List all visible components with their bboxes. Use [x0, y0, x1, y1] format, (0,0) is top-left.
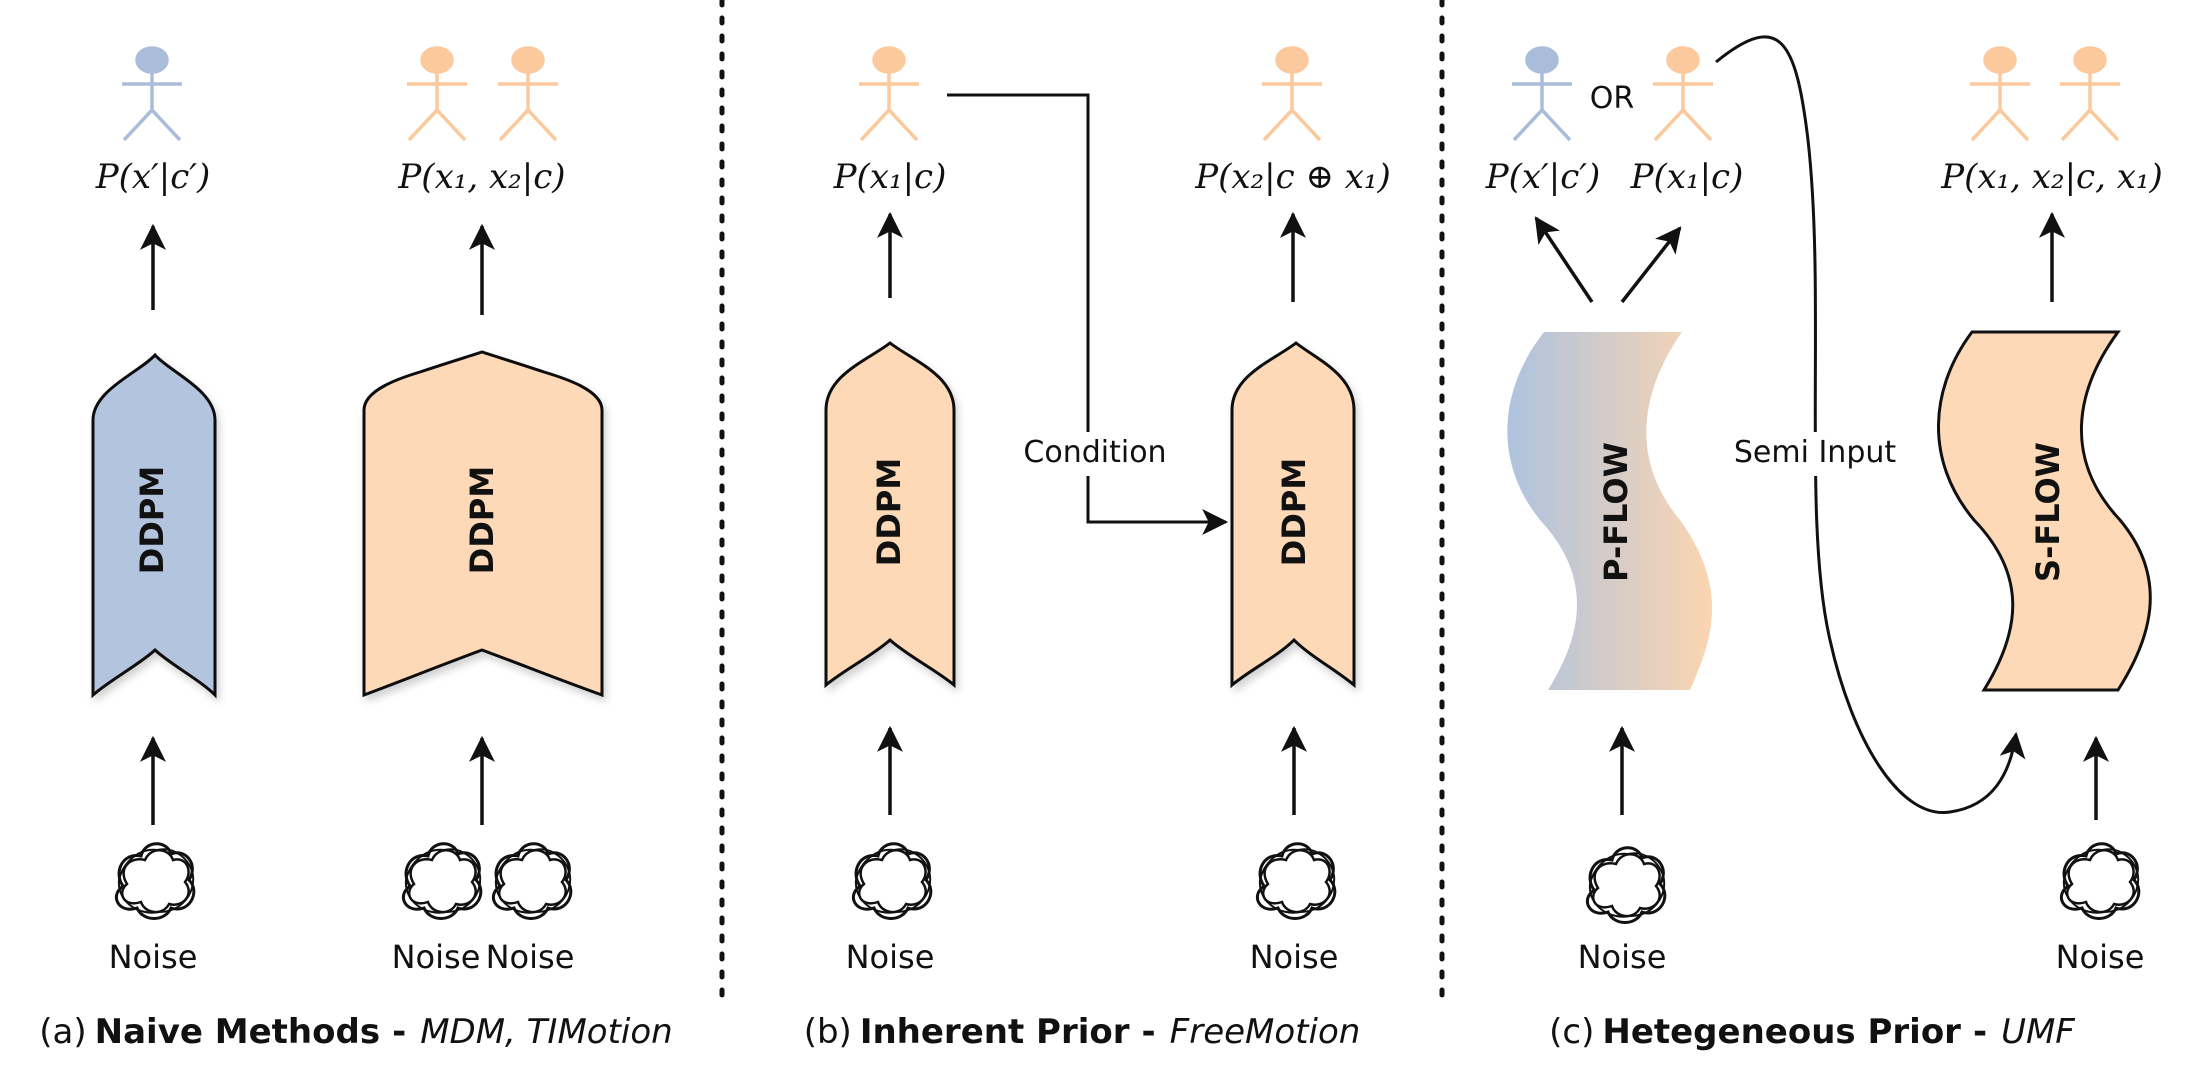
caption-methods: MDM, TIMotion — [420, 1012, 673, 1052]
semi-input-label-bg — [1724, 432, 1904, 476]
noise-icon — [1585, 846, 1667, 924]
caption-prefix: (a) — [39, 1012, 86, 1052]
formula-a-right: P(x₁, x₂|c) — [397, 157, 565, 197]
formula-c-1: P(x′|c′) — [1485, 157, 1601, 197]
formula-c-right: P(x₁, x₂|c, x₁) — [1940, 157, 2163, 197]
person-orange-icon — [405, 46, 469, 142]
caption-a: (a)Naive Methods-MDM, TIMotion — [39, 1012, 672, 1052]
noise-label: Noise — [109, 938, 198, 976]
arrow-diagonal — [1620, 226, 1682, 304]
caption-dash: - — [1142, 1012, 1156, 1052]
caption-methods: UMF — [2001, 1012, 2075, 1052]
noise-icon — [114, 842, 196, 920]
noise-icon — [491, 842, 573, 920]
panel-c: OR P(x′|c′) P(x₁|c) P(x₁, x₂|c, x₁) P-FL… — [1485, 35, 2163, 1052]
ddpm-block-blue — [91, 352, 217, 699]
noise-icon — [2059, 842, 2141, 920]
s-flow-block — [1937, 330, 2152, 692]
condition-label-bg — [1020, 432, 1170, 476]
person-orange-icon — [2058, 46, 2122, 142]
arrow-diagonal — [1534, 216, 1594, 303]
ddpm-label: DDPM — [463, 466, 501, 574]
caption-methods: FreeMotion — [1170, 1012, 1361, 1052]
semi-input-label: Semi Input — [1734, 435, 1897, 470]
caption-title: Inherent Prior — [860, 1012, 1130, 1052]
ddpm-label: DDPM — [1275, 458, 1313, 566]
ddpm-block-orange-wide — [362, 350, 604, 698]
noise-label: Noise — [1578, 938, 1667, 976]
caption-prefix: (c) — [1549, 1012, 1594, 1052]
formula-b-left: P(x₁|c) — [833, 157, 947, 197]
formula-c-2: P(x₁|c) — [1630, 157, 1744, 197]
caption-dash: - — [392, 1012, 406, 1052]
noise-label: Noise — [392, 938, 481, 976]
caption-prefix: (b) — [804, 1012, 852, 1052]
caption-title: Hetegeneous Prior — [1602, 1012, 1961, 1052]
person-blue-icon — [120, 46, 184, 142]
formula-b-right: P(x₂|c ⊕ x₁) — [1194, 157, 1391, 197]
person-orange-icon — [1651, 46, 1715, 142]
caption-dash: - — [1973, 1012, 1987, 1052]
or-label: OR — [1590, 81, 1634, 116]
person-blue-icon — [1510, 46, 1574, 142]
s-flow-label: S-FLOW — [2029, 442, 2067, 582]
noise-label: Noise — [486, 938, 575, 976]
formula-a-left: P(x′|c′) — [95, 157, 211, 197]
condition-arrow — [947, 93, 1229, 535]
caption-c: (c)Hetegeneous Prior-UMF — [1549, 1012, 2075, 1052]
noise-icon — [401, 842, 483, 920]
noise-icon — [851, 842, 933, 920]
ddpm-label: DDPM — [133, 466, 171, 574]
person-orange-icon — [1260, 46, 1324, 142]
noise-icon — [1255, 842, 1337, 920]
semi-input-curve — [1715, 35, 2026, 814]
caption-title: Naive Methods — [95, 1012, 380, 1052]
noise-label: Noise — [1250, 938, 1339, 976]
condition-label: Condition — [1023, 435, 1166, 470]
noise-label: Noise — [2056, 938, 2145, 976]
noise-label: Noise — [846, 938, 935, 976]
p-flow-block — [1507, 332, 1713, 690]
panel-a: P(x′|c′) P(x₁, x₂|c) DDPM DDPM Noise Noi… — [39, 46, 673, 1052]
caption-b: (b)Inherent Prior-FreeMotion — [804, 1012, 1361, 1052]
person-orange-icon — [857, 46, 921, 142]
ddpm-label: DDPM — [870, 458, 908, 566]
person-orange-icon — [496, 46, 560, 142]
p-flow-label: P-FLOW — [1597, 442, 1635, 582]
panel-b: P(x₁|c) P(x₂|c ⊕ x₁) Condition DDPM DDPM… — [804, 46, 1391, 1052]
ddpm-block-orange — [1230, 341, 1356, 689]
person-orange-icon — [1968, 46, 2032, 142]
ddpm-block-orange — [824, 341, 956, 689]
